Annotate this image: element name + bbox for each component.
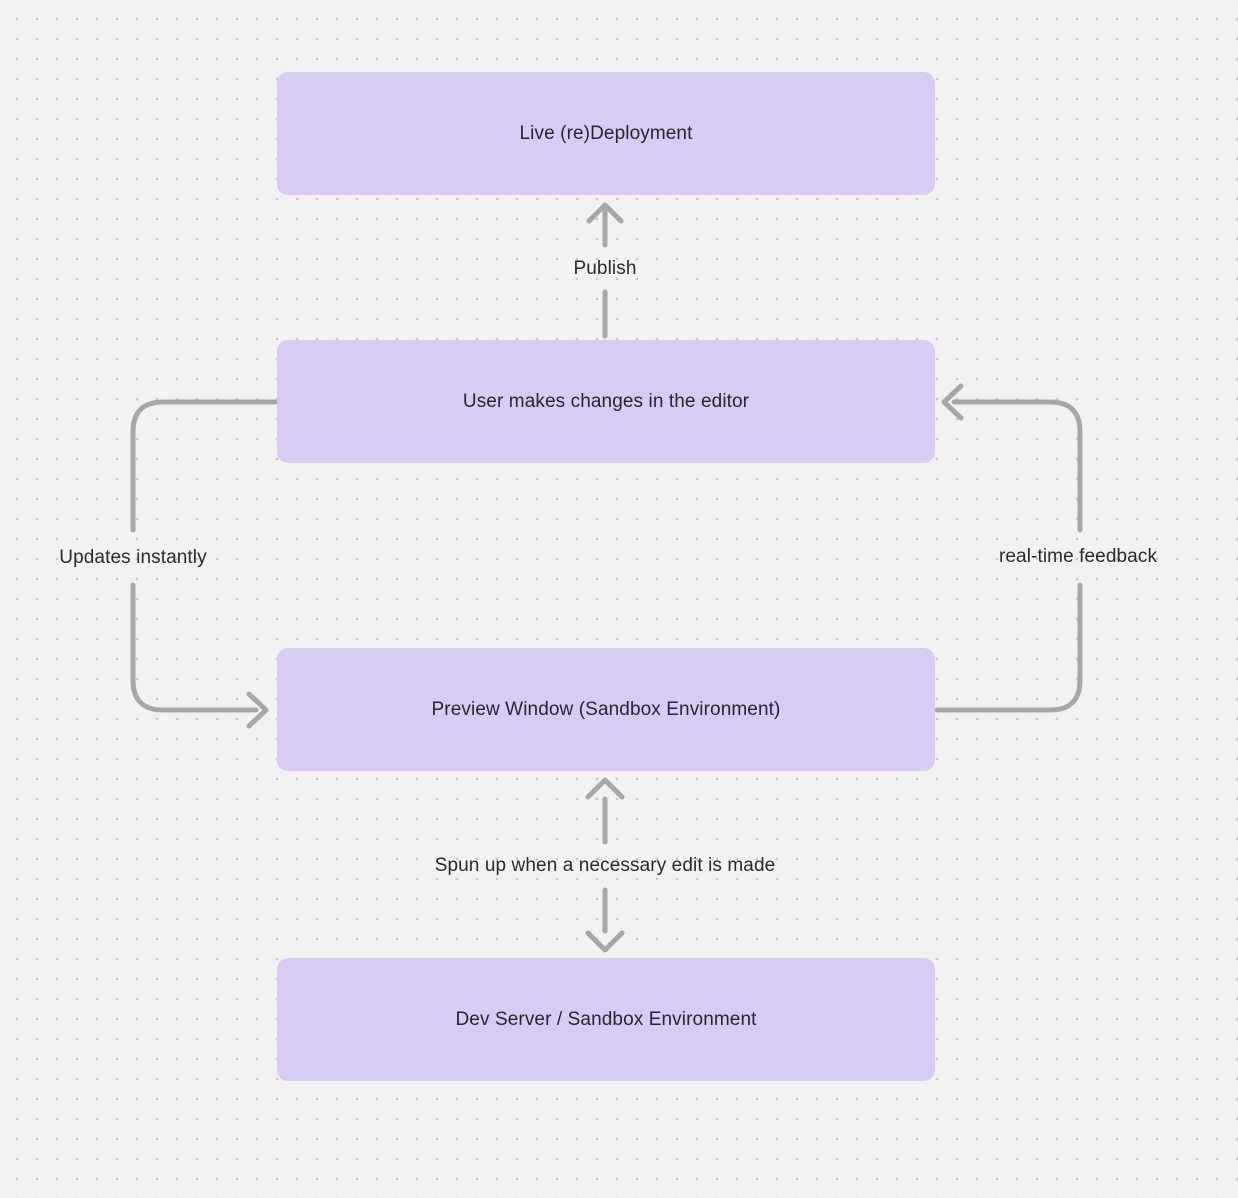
node-dev-server[interactable]: Dev Server / Sandbox Environment bbox=[277, 958, 935, 1081]
node-dev-server-label: Dev Server / Sandbox Environment bbox=[455, 1008, 757, 1030]
node-editor-changes[interactable]: User makes changes in the editor bbox=[277, 340, 935, 463]
node-preview-window[interactable]: Preview Window (Sandbox Environment) bbox=[277, 648, 935, 771]
edge-label-updates-instantly: Updates instantly bbox=[59, 547, 207, 568]
node-live-deployment-label: Live (re)Deployment bbox=[519, 122, 693, 144]
node-preview-window-label: Preview Window (Sandbox Environment) bbox=[431, 698, 781, 720]
edge-label-spun-up: Spun up when a necessary edit is made bbox=[434, 855, 776, 876]
node-editor-changes-label: User makes changes in the editor bbox=[462, 390, 750, 412]
node-live-deployment[interactable]: Live (re)Deployment bbox=[277, 72, 935, 195]
edge-label-realtime-feedback: real-time feedback bbox=[998, 546, 1158, 567]
edge-label-publish: Publish bbox=[573, 258, 637, 279]
